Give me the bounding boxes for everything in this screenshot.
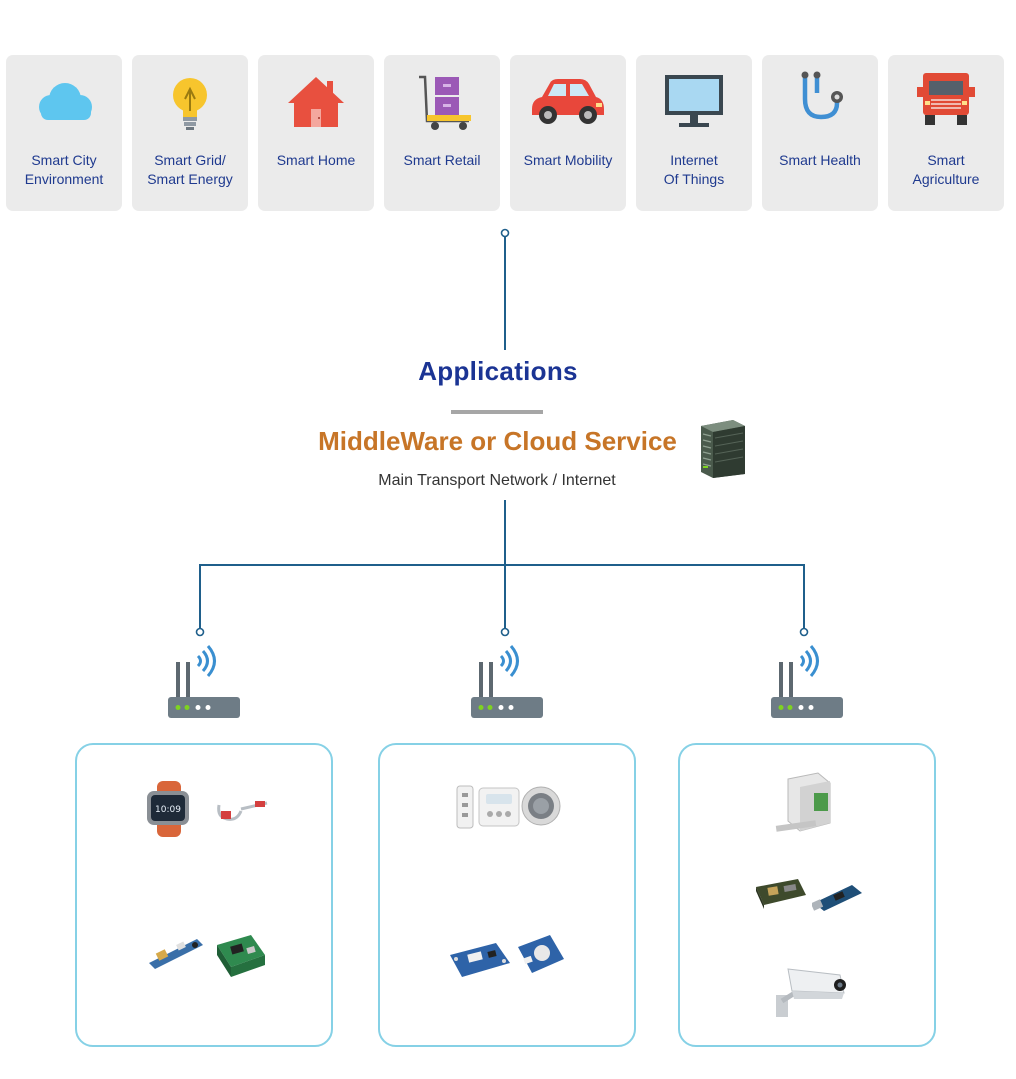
distribution-line bbox=[199, 564, 805, 628]
tile-label: Smart Retail bbox=[403, 152, 481, 168]
monitor-icon bbox=[636, 69, 752, 135]
grove-board-icon bbox=[448, 937, 512, 986]
wall-switch-icon bbox=[456, 785, 474, 834]
din-rail-module-icon bbox=[774, 769, 844, 844]
router-icon bbox=[469, 644, 545, 725]
lightbulb-icon bbox=[132, 69, 248, 135]
server-icon bbox=[695, 418, 747, 485]
tile-smart-mobility[interactable]: Smart Mobility bbox=[510, 55, 626, 211]
smart-glasses-icon bbox=[215, 795, 269, 832]
applications-link-node bbox=[500, 228, 510, 238]
car-icon bbox=[510, 69, 626, 135]
usb-module-icon bbox=[810, 879, 864, 918]
cloud-icon bbox=[6, 69, 122, 135]
network-layer-subtitle: Main Transport Network / Internet bbox=[378, 472, 616, 489]
truck-icon bbox=[888, 69, 1004, 135]
tile-smart-health[interactable]: Smart Health bbox=[762, 55, 878, 211]
tile-label: Smart Home bbox=[276, 152, 356, 168]
circuit-board-icon bbox=[213, 931, 267, 986]
cart-icon bbox=[384, 69, 500, 135]
embedded-board-icon bbox=[754, 875, 808, 916]
tile-smart-retail[interactable]: Smart Retail bbox=[384, 55, 500, 211]
device-group-home-controls bbox=[378, 743, 636, 1047]
stethoscope-icon bbox=[762, 69, 878, 135]
tile-label: Smart Health bbox=[779, 152, 861, 168]
router-icon bbox=[166, 644, 242, 725]
router-icon bbox=[769, 644, 845, 725]
gateway-node-center bbox=[500, 627, 510, 637]
tile-smart-home[interactable]: Smart Home bbox=[258, 55, 374, 211]
tile-smart-grid[interactable]: Smart Grid/Smart Energy bbox=[132, 55, 248, 211]
layer-divider bbox=[451, 410, 543, 414]
thermostat-panel-icon bbox=[478, 787, 520, 832]
house-icon bbox=[258, 69, 374, 135]
gateway-node-right bbox=[799, 627, 809, 637]
round-sensor-icon bbox=[520, 785, 562, 832]
gateway-node-left bbox=[195, 627, 205, 637]
grove-module-icon bbox=[516, 931, 566, 986]
device-group-wearables: 10:09 bbox=[75, 743, 333, 1047]
applications-layer-title: Applications bbox=[418, 356, 578, 386]
device-group-industrial bbox=[678, 743, 936, 1047]
svg-text:10:09: 10:09 bbox=[155, 805, 181, 815]
sensor-board-icon bbox=[147, 933, 205, 978]
smartwatch-icon: 10:09 bbox=[143, 781, 195, 842]
middleware-layer-title: MiddleWare or Cloud Service bbox=[318, 426, 677, 456]
security-camera-icon bbox=[770, 961, 850, 1026]
tile-label: Smart Grid/Smart Energy bbox=[147, 152, 233, 187]
tile-label: Smart Mobility bbox=[523, 152, 613, 168]
